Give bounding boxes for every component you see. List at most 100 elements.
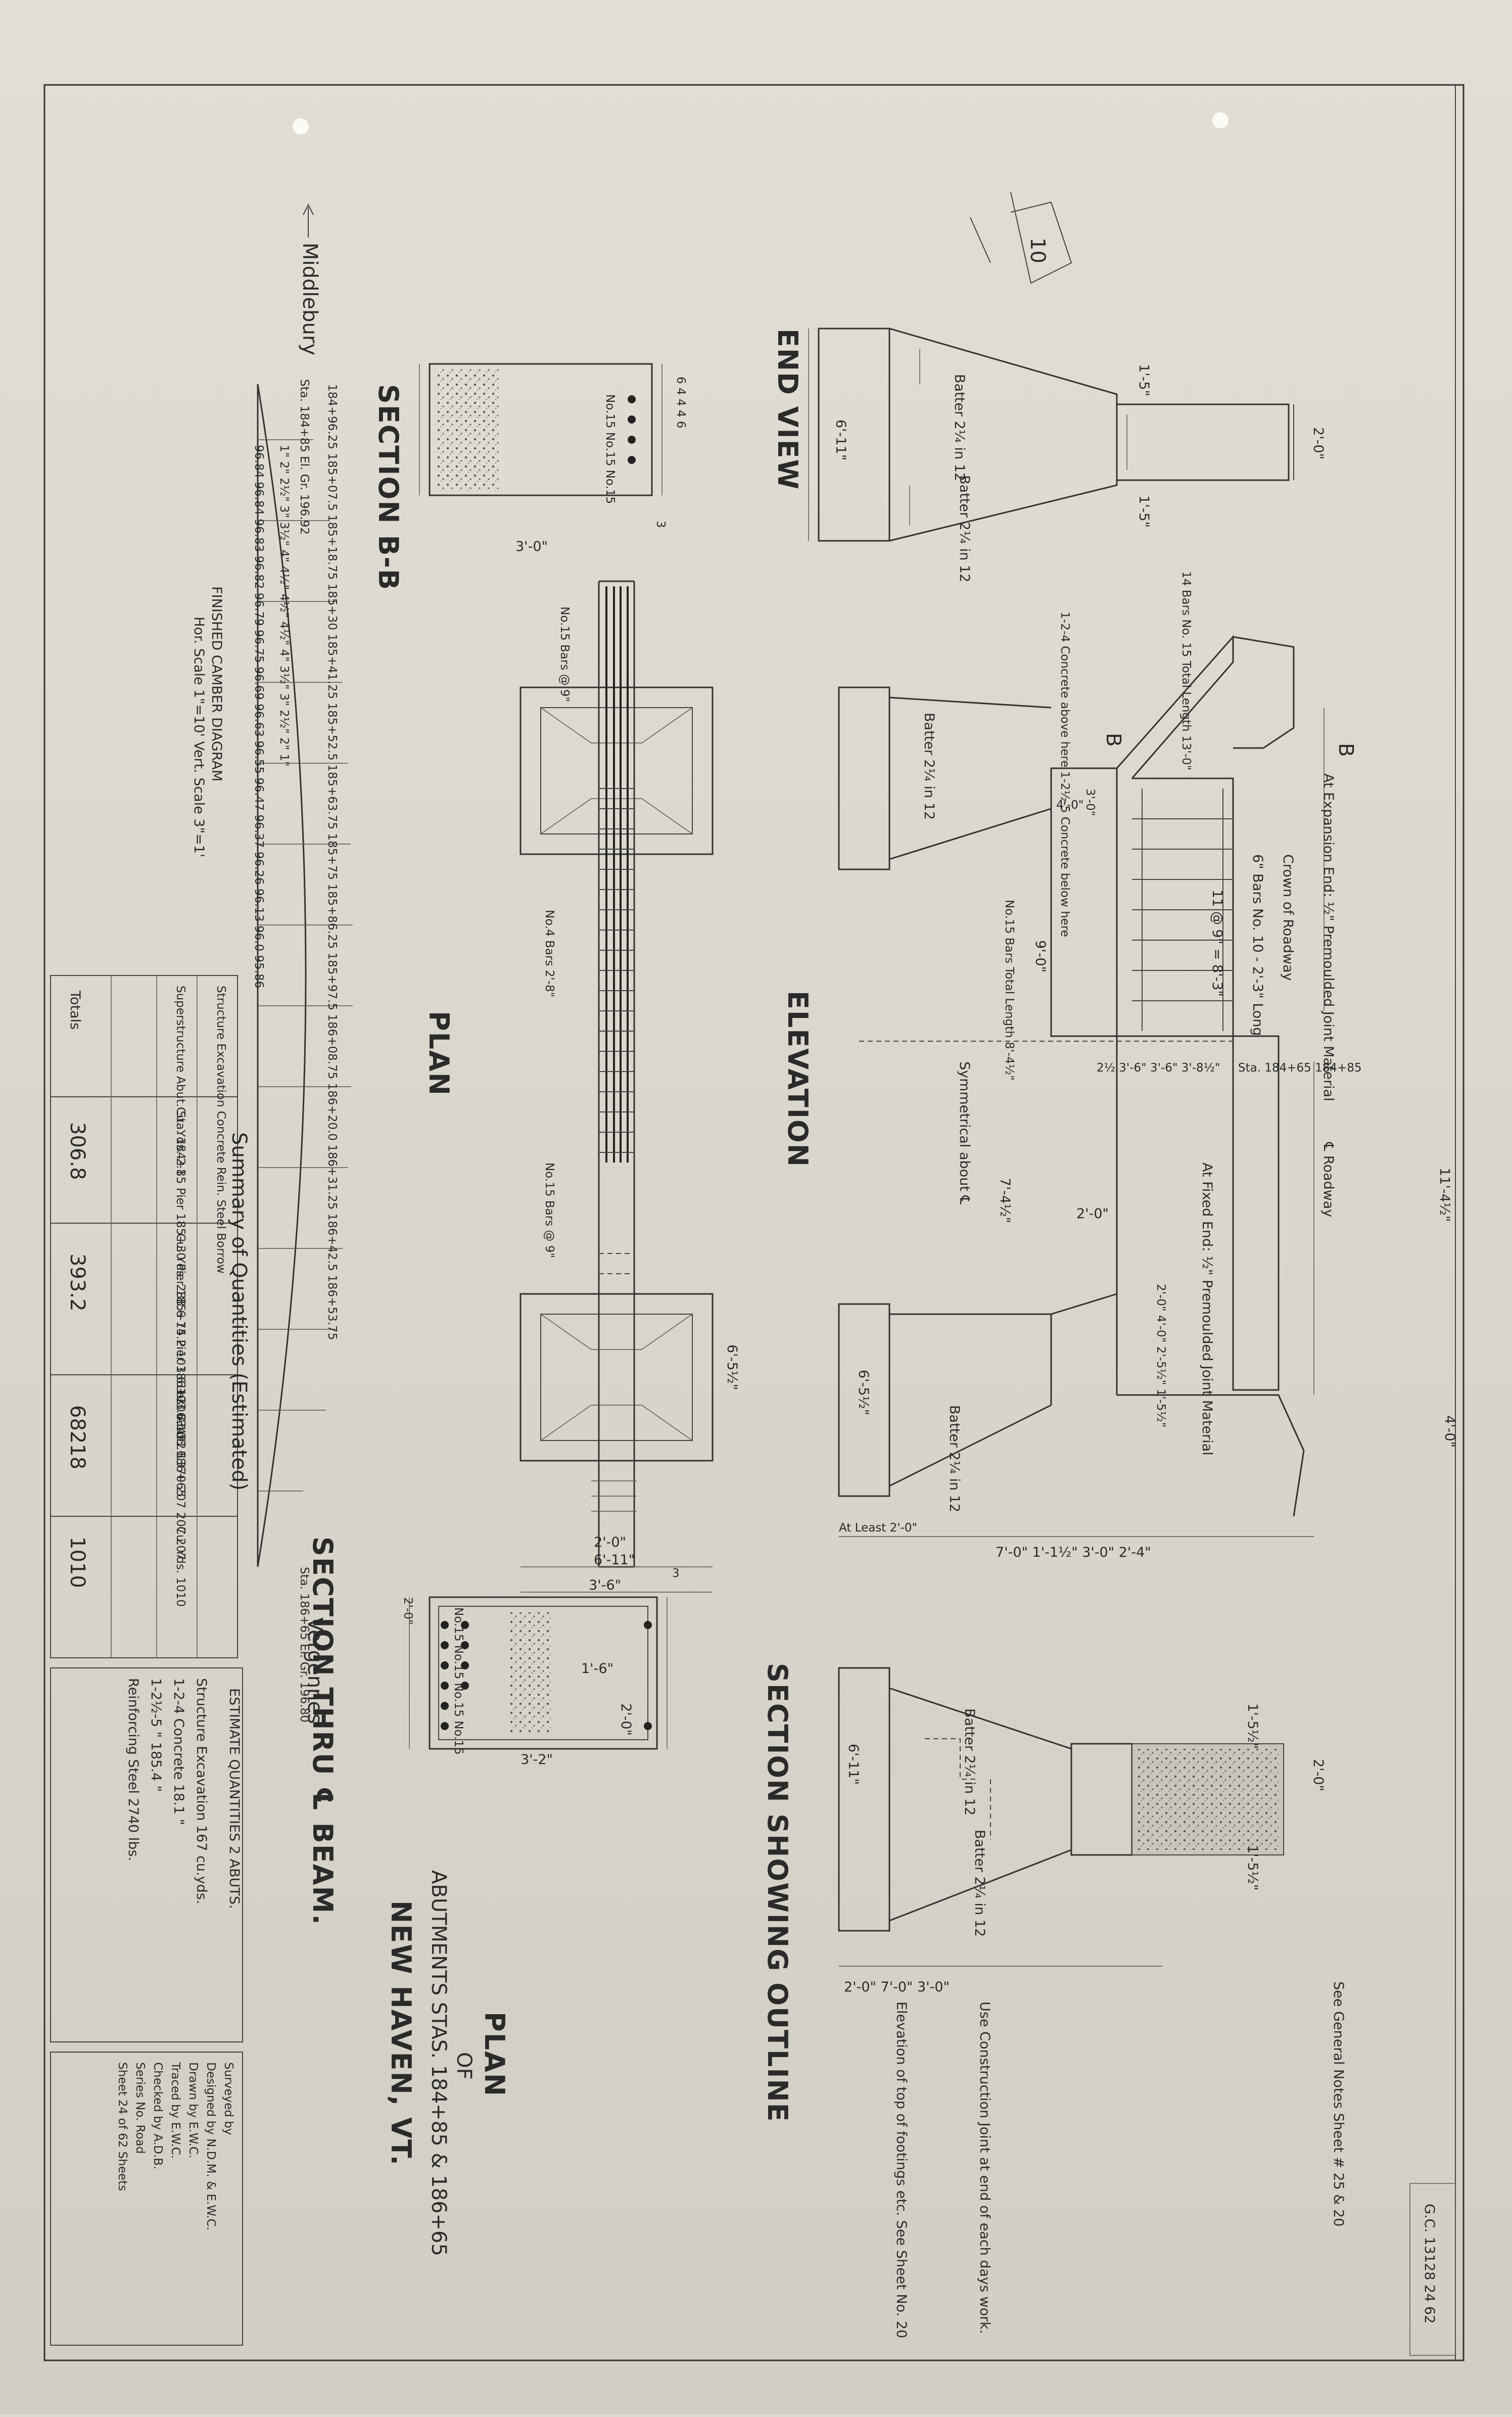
section-outline-title: SECTION SHOWING OUTLINE <box>762 1663 793 2122</box>
elevation-expansion-note: At Expansion End: ½" Premoulded Joint Ma… <box>1320 773 1336 1101</box>
section-bb-drawing <box>419 363 663 496</box>
summary-title: Summary of Quantities (Estimated) <box>227 1132 251 1491</box>
summary-total-steel: 68218 <box>66 1405 89 1469</box>
elevation-dim-20: 2'-0" <box>1076 1206 1109 1222</box>
elevation-stations: Sta. 184+65 184+85 <box>1238 1061 1362 1075</box>
camber-end-left: Sta. 184+85 El. Gr. 196.92 <box>298 379 311 535</box>
section-outline-dim-bottom: 1'-5½" <box>1245 1845 1260 1890</box>
section-outline-dim-bearing: 2'-0" <box>1310 1759 1326 1791</box>
elevation-dim-44: 4'-0" <box>1442 1415 1457 1448</box>
end-view-dim-bottom: 1'-5" <box>1136 495 1152 528</box>
estimate-excavation: Structure Excavation 167 cu.yds. <box>194 1678 209 1904</box>
estimate-title: ESTIMATE QUANTITIES 2 ABUTS. <box>226 1688 242 1909</box>
plan-bars-bottom: No.15 Bars @ 9" <box>543 1163 556 1258</box>
section-outline-bottom-dims: 2'-0" 7'-0" 3'-0" <box>844 1979 950 1995</box>
summary-total-concrete: 393.2 <box>66 1253 89 1312</box>
end-view-dim-bearing: 2'-0" <box>1310 427 1326 459</box>
elevation-bb-label: B <box>1334 743 1357 757</box>
title-of: OF <box>452 2052 476 2080</box>
end-view-dim-top: 1'-5" <box>1136 364 1152 396</box>
section-bb-title: SECTION B-B <box>372 384 404 591</box>
plan-dim-right: 6'-5½" <box>724 1344 740 1390</box>
section-outline-batter-top: Batter 2¼ in 12 <box>962 1708 977 1816</box>
section-outline-batter-bottom: Batter 2¼ in 12 <box>972 1830 987 1937</box>
section-beam-inner: 2'-0" <box>618 1703 634 1736</box>
summary-header-row: Structure Excavation Concrete Rein. Stee… <box>214 986 227 1274</box>
signoff-traced: Traced by E.W.C. <box>169 2062 182 2159</box>
end-view-drawing <box>808 328 1294 542</box>
section-outline-drawing <box>838 1667 1284 1967</box>
summary-totals-label: Totals <box>67 990 83 1030</box>
elevation-title: ELEVATION <box>782 991 814 1168</box>
elevation-fixed-end: At Fixed End: ½" Premoulded Joint Materi… <box>1199 1163 1215 1456</box>
title-location: NEW HAVEN, VT. <box>385 1900 417 2166</box>
signoff-box <box>50 2052 243 2346</box>
footings-note: Elevation of top of footings etc. See Sh… <box>893 2002 909 2338</box>
elevation-dim-30: 3'-0" <box>1083 788 1097 816</box>
drawing-number: G.C. 13128 24 62 <box>1422 2204 1437 2323</box>
camber-stations <box>258 439 353 1492</box>
elevation-bar-spacing: 11 @ 9" = 8'-3" <box>1209 890 1225 997</box>
title-abutments: ABUTMENTS STAS. 184+85 & 186+65 <box>427 1870 450 2256</box>
section-beam-depth: 1'-6" <box>581 1661 613 1677</box>
punch-hole <box>1212 112 1228 128</box>
elevation-bars-top: 14 Bars No. 15 Total Length 13'-0" <box>1179 571 1193 770</box>
direction-middlebury: Middlebury <box>298 243 321 355</box>
signoff-designed: Designed by N.D.M. & E.W.C. <box>204 2062 217 2230</box>
end-view-batter-top: Batter 2¼ in 12 <box>952 374 967 481</box>
plan-bars-mid: No.4 Bars 2'-8" <box>543 910 556 997</box>
elevation-bottom-dims: 7'-0" 1'-1½" 3'-0" 2'-4" <box>996 1545 1151 1560</box>
elevation-station-centre: ℄ Roadway <box>1320 1142 1336 1217</box>
pencil-note: 10 <box>1026 238 1049 263</box>
summary-total-borrow: 1010 <box>66 1537 89 1588</box>
summary-steel: Lbs. 63492 1370 207 207 207 <box>174 1385 187 1560</box>
elevation-bars-15: No.15 Bars Total Length 8'-4½" <box>1003 900 1016 1081</box>
estimate-concrete-1: 1-2-4 Concrete 18.1 " <box>171 1678 186 1825</box>
end-view-batter-bottom: Batter 2¼ in 12 <box>957 475 972 582</box>
elevation-drawing <box>838 635 1325 1537</box>
signoff-surveyed: Surveyed by <box>222 2062 235 2135</box>
pencil-mark <box>970 192 1072 284</box>
plan-drawing <box>519 580 714 1593</box>
plan-dim-overall: 6'-11" <box>594 1552 635 1568</box>
section-outline-joint-note: Use Construction Joint at end of each da… <box>977 2002 993 2334</box>
section-beam-left: 2'-0" <box>401 1597 414 1624</box>
section-outline-width: 6'-11" <box>845 1744 861 1785</box>
summary-total-excavation: 306.8 <box>66 1122 89 1180</box>
plan-dim-width: 2'-0" <box>594 1535 626 1550</box>
estimate-concrete-2: 1-2½-5 " 185.4 " <box>148 1678 164 1792</box>
elevation-dim-114: 11'-4½" <box>1437 1168 1452 1222</box>
summary-excavation: Cu. Yds. 2.1 . . . <box>174 1107 187 1198</box>
elevation-bars-main: 6" Bars No. 10 - 2'-3" Long <box>1250 854 1265 1036</box>
elevation-dims-row: 2½ 3'-6" 3'-6" 3'-8½" <box>1097 1061 1220 1075</box>
camber-title: FINISHED CAMBER DIAGRAM <box>209 586 224 781</box>
elevation-batter-bottom: Batter 2¼ in 12 <box>947 1405 962 1512</box>
section-beam-bars: No.15 No.15 No.15 No.15 <box>452 1607 465 1755</box>
direction-vergennes: Vergennes <box>303 1617 326 1724</box>
elevation-crown-note: Crown of Roadway <box>1280 854 1296 981</box>
section-outline-dim-top: 1'-5½" <box>1245 1703 1260 1749</box>
plan-bars-top: No.15 Bars @ 9" <box>558 607 571 702</box>
section-beam-title: SECTION THRU ℄ BEAM. <box>307 1537 339 1926</box>
section-beam-width: 3'-2" <box>521 1752 553 1768</box>
section-beam-cover: 3 <box>672 1567 680 1580</box>
summary-borrow: Cu. Yds. 1010 <box>174 1526 187 1607</box>
signoff-drawn: Drawn by E.W.C. <box>186 2062 200 2158</box>
elevation-symmetrical: Symmetrical about ℄ <box>957 1061 972 1204</box>
elevation-at-least: At Least 2'-0" <box>839 1521 917 1535</box>
elevation-concrete-note: 1-2-4 Concrete above here 1-2½-5 Concret… <box>1058 612 1071 937</box>
elevation-dim-40: 4'-0" <box>1056 799 1083 812</box>
camber-end-right: Sta. 186+65 El. Gr. 196.80 <box>298 1567 311 1723</box>
sheet-border <box>43 84 1464 2361</box>
camber-elevations-text: 96.84 96.84 96.83 96.82 96.79 96.75 96.6… <box>252 445 265 988</box>
elevation-dims-right: 2'-0" 4'-0" 2'-5½" 1'-5½" <box>1154 1284 1167 1427</box>
summary-concrete: Cu. Yds. 288.6 14.2 103.6 103.6 103.6 <box>174 1233 187 1458</box>
end-view-dim-width: 6'-11" <box>833 420 848 460</box>
section-bb-dims: 6 4 4 4 6 <box>674 377 687 428</box>
signoff-series: Series No. Road <box>133 2062 147 2154</box>
camber-curve <box>257 384 307 1567</box>
signoff-sheet: Sheet 24 of 62 Sheets <box>116 2062 129 2191</box>
end-view-title: END VIEW <box>772 329 804 490</box>
summary-table <box>50 975 238 1658</box>
section-bb-bar-labels: No.15 No.15 No.15 <box>603 394 617 504</box>
